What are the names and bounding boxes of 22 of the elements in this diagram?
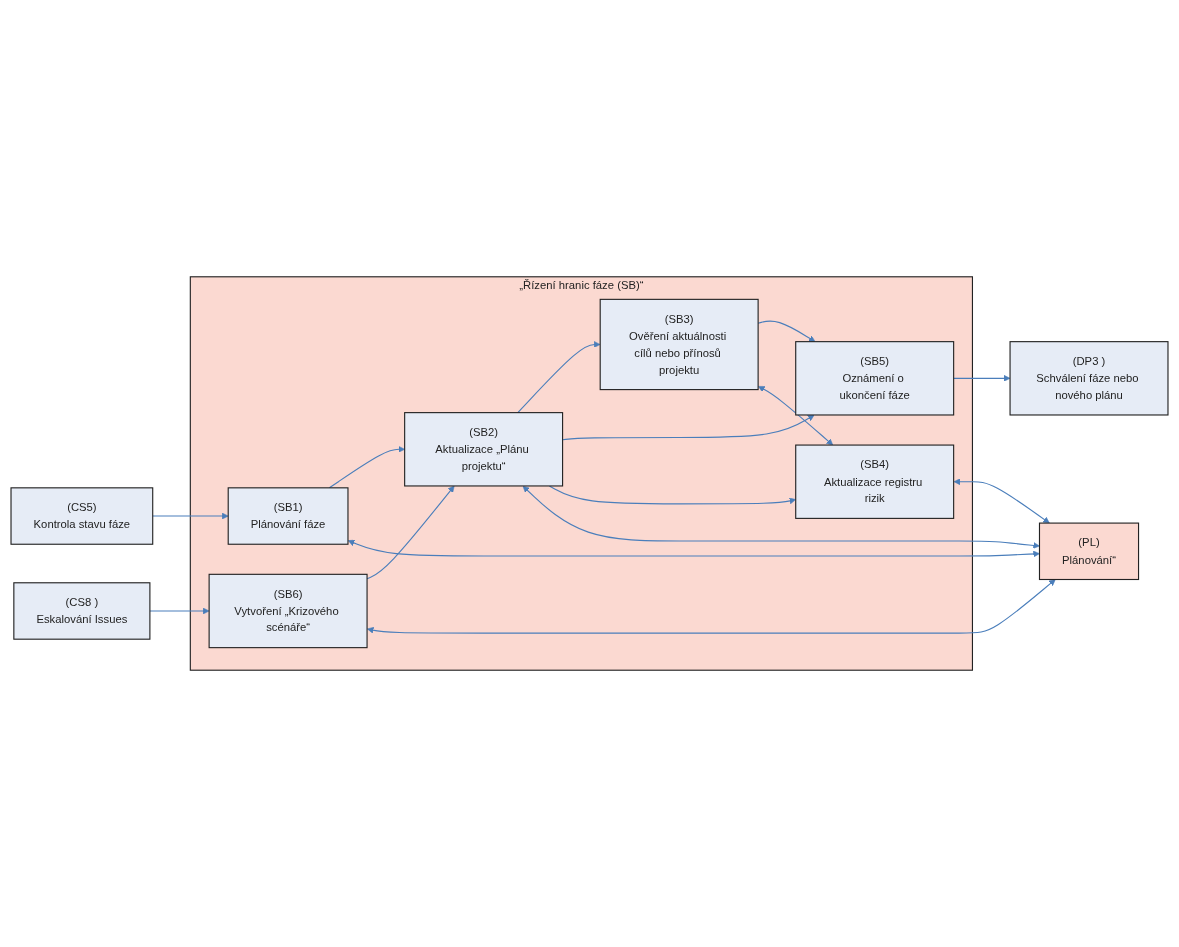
arrow (152, 512, 229, 520)
arrow (758, 386, 834, 446)
node-box: (SB2) Aktualizace „Plánu projektu“ (404, 412, 564, 487)
arrow (548, 485, 796, 505)
node-box: (CS8 ) Eskalování Issues (13, 582, 151, 640)
arrow (953, 375, 1011, 382)
arrow (367, 579, 1056, 634)
arrow (517, 341, 601, 414)
arrow (347, 539, 1040, 558)
arrow (953, 478, 1050, 524)
node-box: (CS5) Kontrola stavu fáze (10, 487, 154, 545)
node-box: (SB5) Oznámení o ukončení fáze (795, 341, 955, 416)
node-box: (SB1) Plánování fáze (227, 487, 349, 545)
arrow (328, 446, 405, 489)
node-box: (DP3 ) Schválení fáze nebo nového plánu (1009, 341, 1169, 416)
node-box: (SB6) Vytvoření „Krizového scénáře“ (208, 573, 368, 649)
node-box: (SB3) Ověření aktuálnosti cílů nebo přínosů projektu (599, 298, 759, 391)
arrow (522, 485, 1040, 549)
node-box: (PL) Plánování“ (1038, 522, 1140, 581)
arrow (149, 607, 210, 615)
node-box: (SB4) Aktualizace registru rizik (795, 444, 955, 519)
arrow (562, 414, 815, 441)
